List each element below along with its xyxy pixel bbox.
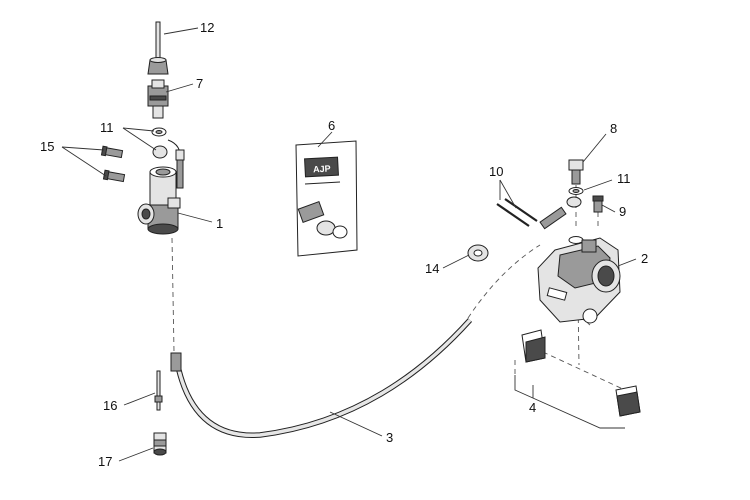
callout-9: 9 [619,204,626,219]
part-14-washer [467,244,489,262]
callout-15: 15 [40,139,54,154]
callout-11-right: 11 [617,171,631,186]
callout-1: 1 [216,216,223,231]
callout-4: 4 [529,400,536,415]
part-16-pin [154,370,163,411]
callout-3: 3 [386,430,393,445]
callout-labels: 12 7 11 15 1 6 8 10 11 9 2 14 3 4 16 17 [40,20,648,469]
card-logo-text: AJP [313,164,331,175]
part-7-brake-switch [147,79,169,119]
part-17-clevis [153,432,167,456]
callout-7: 7 [196,76,203,91]
part-8-banjo-bolt [568,159,584,185]
part-10-pins [496,198,538,227]
callout-16: 16 [103,398,117,413]
callout-14: 14 [425,261,439,276]
callout-2: 2 [641,251,648,266]
callout-8: 8 [610,121,617,136]
callout-12: 12 [200,20,214,35]
callout-11-upper: 11 [100,120,114,135]
callout-17: 17 [98,454,112,469]
callout-10: 10 [489,164,503,179]
part-12-pin [147,21,169,75]
part-9-bleed-nipple [592,195,604,213]
leader-lines [61,27,637,462]
part-1-master-cylinder [137,139,185,235]
part-4-brake-pads [521,329,641,417]
callout-6: 6 [328,118,335,133]
part-15-bolts [100,145,126,183]
part-11-upper-washers [151,127,168,159]
part-3-brake-hose [170,318,473,438]
part-6-instruction-card: AJP [295,140,358,257]
banjo-fitting [539,196,582,230]
part-4-bracket [514,375,625,429]
part-2-caliper [537,237,621,324]
